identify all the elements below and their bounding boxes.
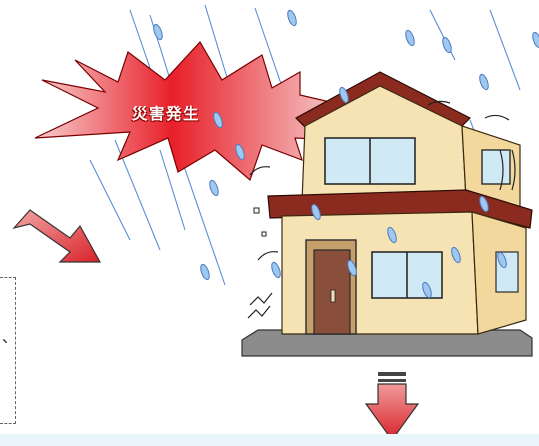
arrow-down-right-icon xyxy=(12,209,102,263)
burst-label: 災害発生 xyxy=(132,105,201,123)
rain-drops xyxy=(153,9,539,299)
callout-text: 、 xyxy=(2,328,18,346)
arrow-down-icon xyxy=(364,372,420,442)
explosion-burst xyxy=(34,40,341,182)
dashed-callout-box: 、 xyxy=(0,277,18,424)
house-shaking-icon xyxy=(241,71,533,357)
bottom-band xyxy=(0,434,539,446)
